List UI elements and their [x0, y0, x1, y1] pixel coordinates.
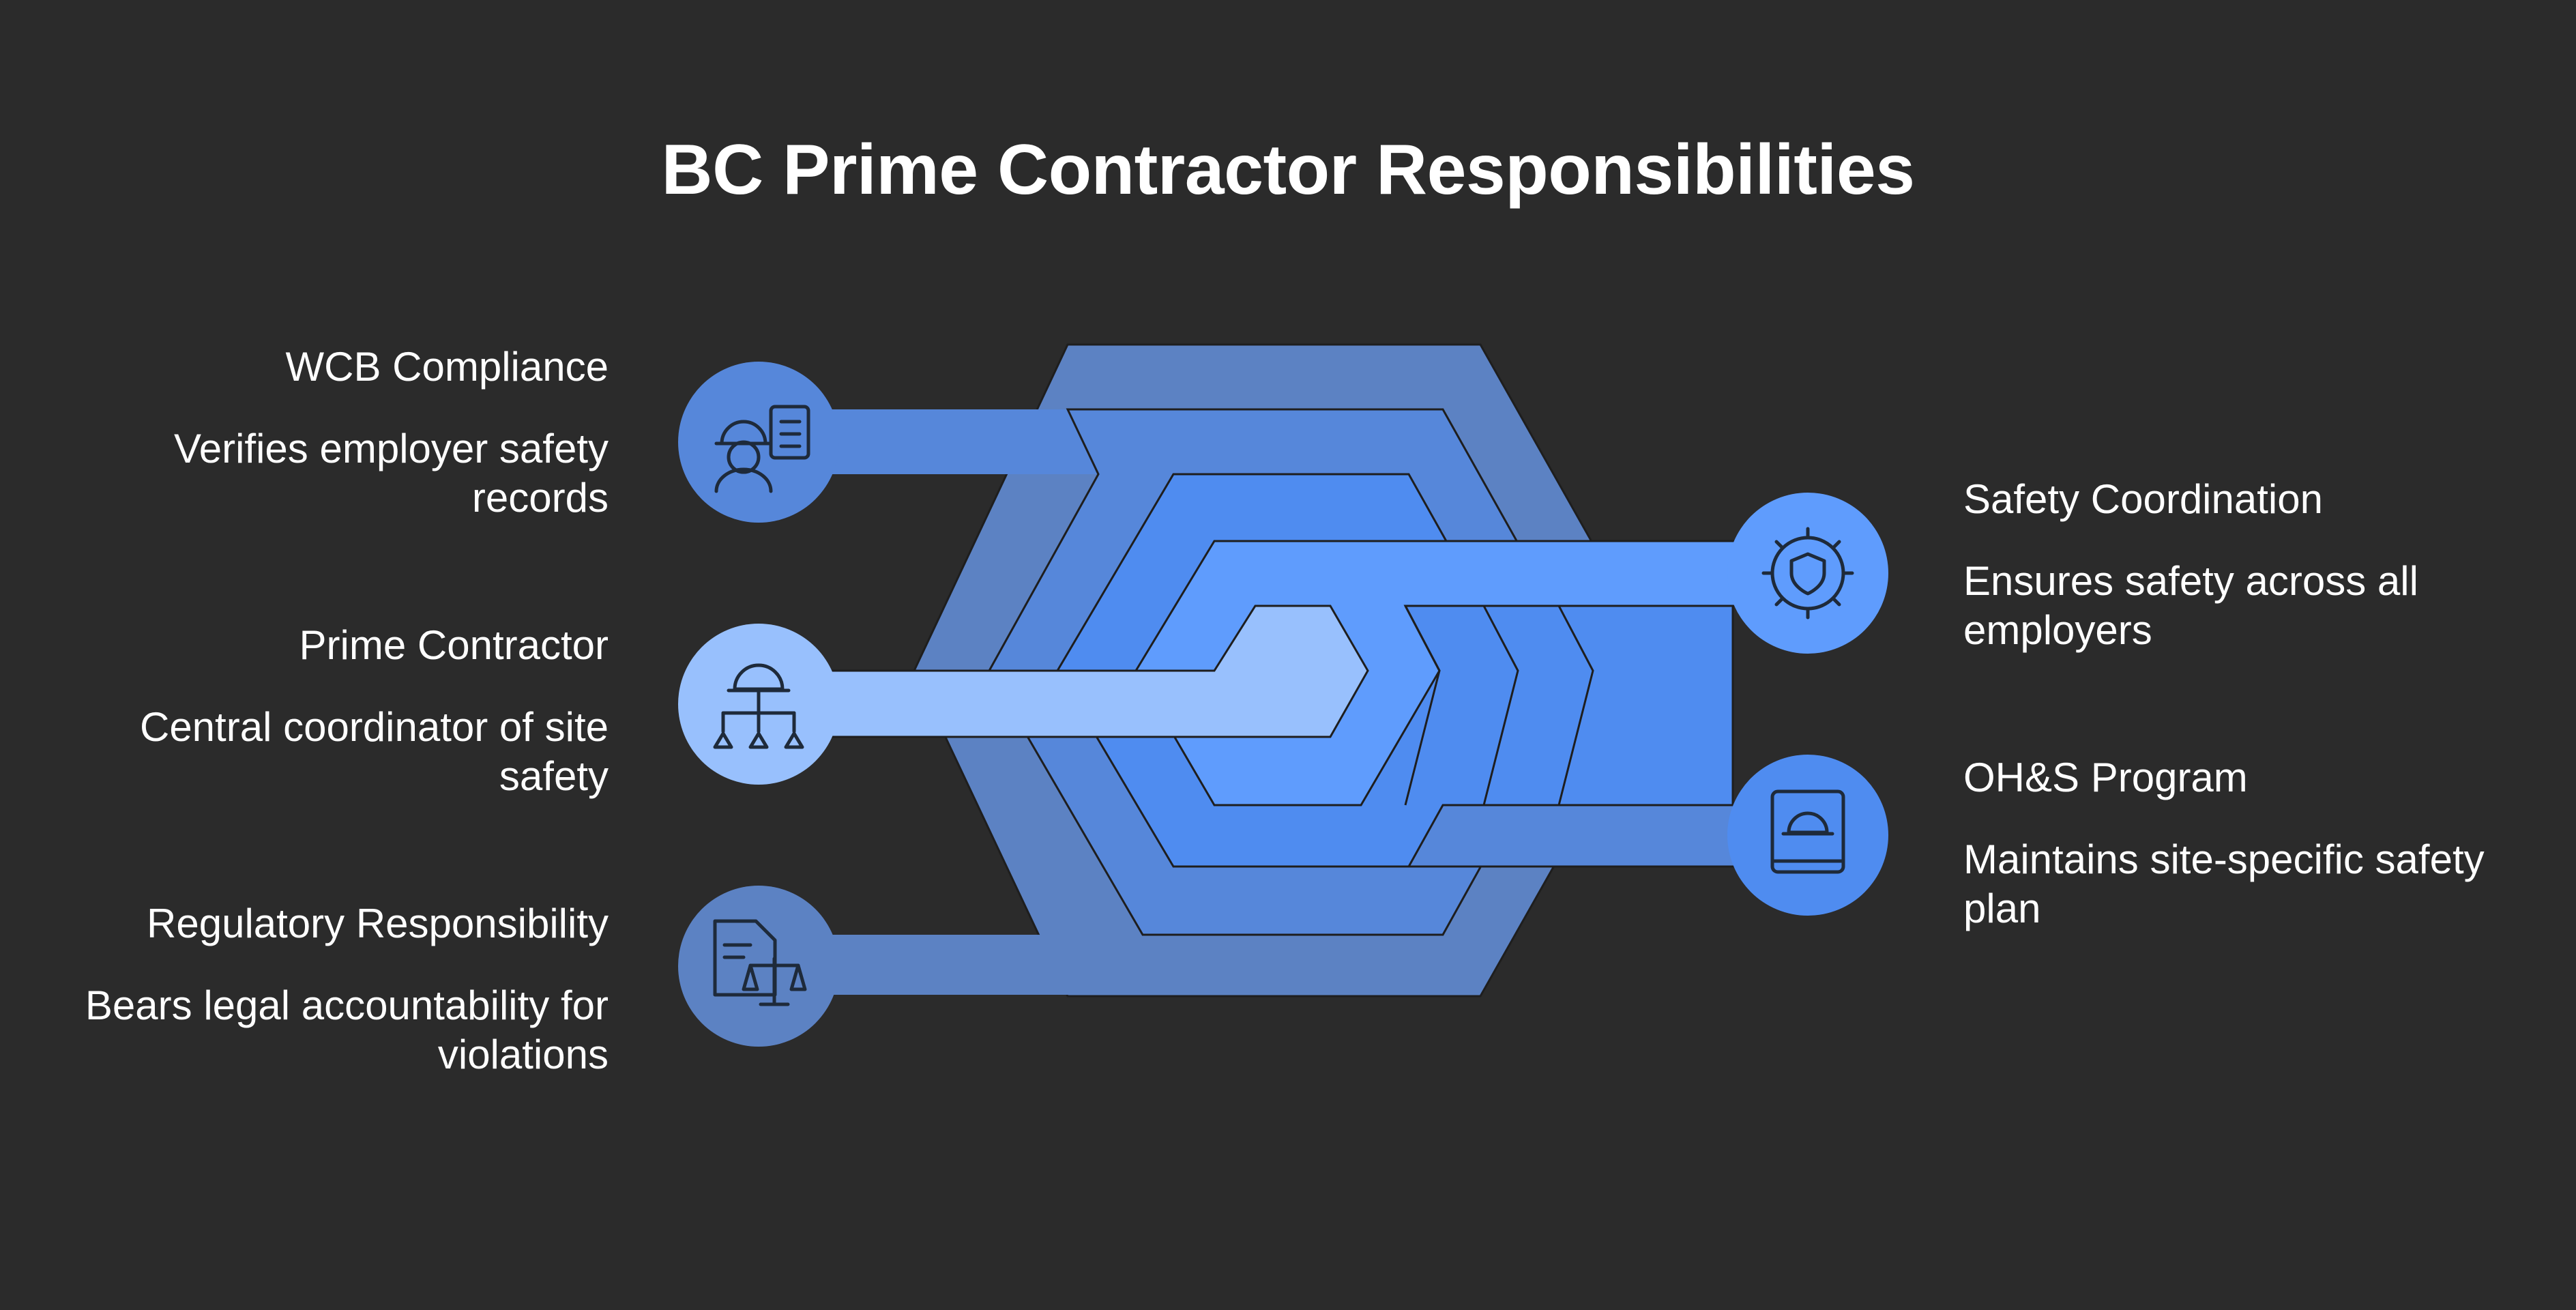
page-title: BC Prime Contractor Responsibilities [661, 130, 1915, 209]
band-regulatory [819, 935, 1092, 995]
safety-description: Ensures safety across all employers [1963, 558, 2418, 653]
worker-clipboard-icon [714, 405, 810, 493]
wcb-description: Verifies employer safety records [174, 426, 609, 521]
document-scales-icon [713, 919, 807, 1006]
ohs-description: Maintains site-specific safety plan [1963, 836, 2485, 931]
hexagon-layer-inner [817, 605, 1369, 738]
regulatory-label-block: Regulatory Responsibility Bears legal ac… [29, 899, 609, 1079]
ohs-title: OH&S Program [1963, 755, 2248, 800]
prime-label-block: Prime Contractor Central coordinator of … [29, 621, 609, 801]
safety-circle [1727, 493, 1888, 654]
regulatory-title: Regulatory Responsibility [147, 901, 609, 946]
ohs-label-block: OH&S Program Maintains site-specific saf… [1963, 753, 2543, 933]
hardhat-hierarchy-icon [713, 663, 804, 749]
wcb-label-block: WCB Compliance Verifies employer safety … [29, 343, 609, 523]
prime-title: Prime Contractor [299, 622, 609, 668]
wcb-title: WCB Compliance [285, 344, 609, 390]
chevron-line-2 [1557, 605, 1594, 806]
regulatory-description: Bears legal accountability for violation… [85, 982, 609, 1077]
safety-title: Safety Coordination [1963, 476, 2323, 522]
safety-label-block: Safety Coordination Ensures safety acros… [1963, 475, 2543, 655]
prime-description: Central coordinator of site safety [139, 704, 609, 799]
chevron-line-3 [1404, 605, 1441, 806]
chevron-line-1 [1482, 605, 1519, 806]
gear-shield-icon [1761, 527, 1854, 620]
band-ohs [1407, 804, 1748, 868]
book-hardhat-icon [1770, 789, 1845, 874]
